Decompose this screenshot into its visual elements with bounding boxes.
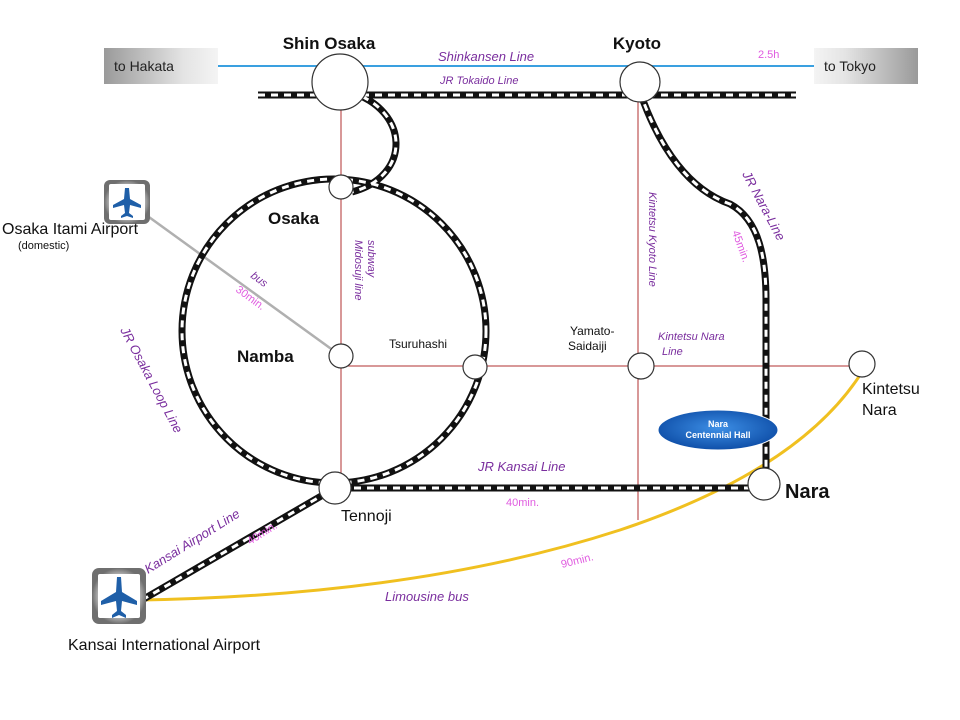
line-label-kintetsu-nara-1: Kintetsu Nara (658, 331, 725, 343)
station-label-tennoji: Tennoji (341, 508, 392, 525)
time-label-limousine: 90min. (560, 551, 595, 571)
station-label-shin-osaka: Shin Osaka (283, 34, 376, 53)
thin-lines (340, 84, 862, 520)
itami-airport-note: (domestic) (18, 240, 69, 252)
station-marker-tennoji[interactable] (318, 471, 352, 505)
itami-airport-label: Osaka Itami Airport (2, 221, 139, 238)
limousine-bus-line (141, 371, 864, 602)
station-label-yamato-saidaiji-2: Saidaiji (568, 339, 607, 353)
station-marker-kyoto[interactable] (619, 61, 661, 103)
station-label-tsuruhashi: Tsuruhashi (389, 337, 447, 351)
time-label-kansai-line: 40min. (506, 497, 539, 509)
line-label-bus: bus (248, 270, 270, 290)
station-label-nara: Nara (785, 481, 830, 503)
line-label-jr-nara: JR Nara-Line (739, 167, 789, 243)
itami-airport-icon[interactable] (104, 180, 150, 224)
station-marker-shin-osaka[interactable] (311, 53, 369, 111)
time-label-shinkansen: 2.5h (758, 49, 779, 61)
station-label-namba: Namba (237, 347, 294, 366)
station-marker-kintetsu-nara[interactable] (848, 350, 876, 378)
line-label-kintetsu-kyoto: Kintetsu Kyoto Line (646, 192, 658, 287)
station-marker-namba[interactable] (328, 343, 354, 369)
line-label-jr-kansai: JR Kansai Line (477, 459, 565, 474)
station-marker-osaka[interactable] (328, 174, 354, 200)
venue-label-line1: Nara (708, 419, 729, 429)
station-markers (311, 53, 876, 505)
bus-line (141, 210, 342, 358)
station-label-kintetsu-nara-2: Nara (862, 402, 897, 419)
line-label-shinkansen: Shinkansen Line (438, 49, 534, 64)
time-label-airport-line: 40min. (245, 520, 279, 548)
line-label-limousine: Limousine bus (385, 589, 469, 604)
line-label-kintetsu-nara-2: Line (662, 346, 683, 358)
to-tokyo-box: to Tokyo (814, 48, 918, 84)
station-label-yamato-saidaiji-1: Yamato- (570, 324, 614, 338)
jr-lines (140, 88, 796, 604)
station-label-kintetsu-nara-1: Kintetsu (862, 381, 920, 398)
line-label-subway-2: Midosuji line (352, 240, 364, 301)
line-label-subway-1: subway (365, 240, 377, 279)
to-hakata-box: to Hakata (104, 48, 218, 84)
kansai-airport-icon[interactable] (92, 568, 146, 624)
station-marker-nara[interactable] (747, 467, 781, 501)
station-marker-yamato-saidaiji[interactable] (627, 352, 655, 380)
station-marker-tsuruhashi[interactable] (462, 354, 488, 380)
nara-centennial-hall-marker[interactable]: Nara Centennial Hall (657, 409, 779, 451)
venue-label-line2: Centennial Hall (685, 430, 750, 440)
kansai-airport-label: Kansai International Airport (68, 637, 261, 654)
line-label-kansai-airport: Kansai Airport Line (142, 506, 243, 577)
line-label-jr-osaka-loop: JR Osaka Loop Line (117, 323, 186, 435)
time-label-nara-line: 45min. (729, 229, 752, 264)
line-label-jr-tokaido: JR Tokaido Line (439, 75, 518, 87)
station-label-kyoto: Kyoto (613, 34, 661, 53)
station-label-osaka: Osaka (268, 209, 320, 228)
